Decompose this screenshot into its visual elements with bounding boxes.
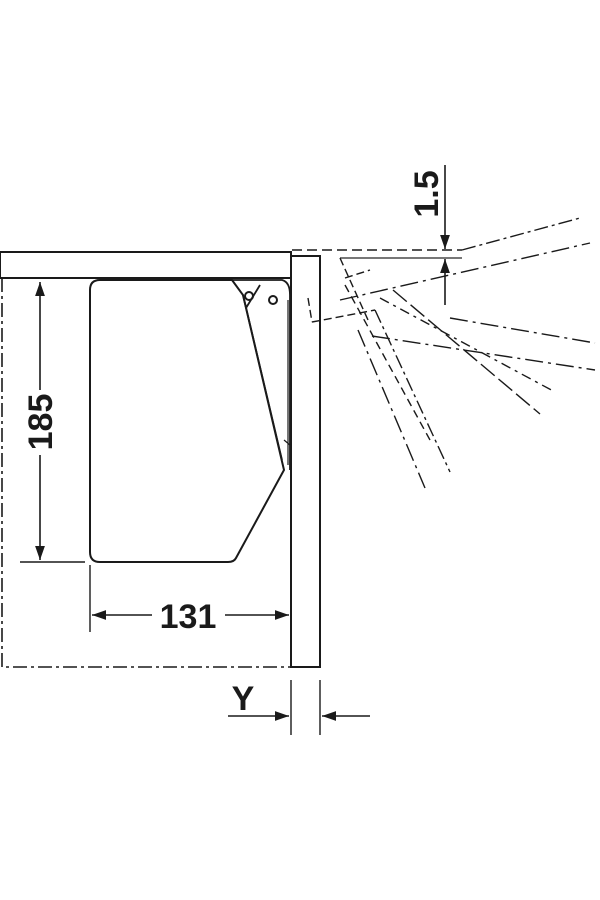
height-dimension-label: 185	[22, 394, 60, 451]
pivot-icon	[268, 295, 278, 305]
gap-dimension-label: 1.5	[408, 170, 446, 217]
cabinet-outline-phantom	[1, 278, 291, 668]
cabinet-front-panel	[290, 255, 321, 668]
cabinet-top-panel	[0, 251, 292, 279]
offset-dimension-label: Y	[232, 680, 255, 718]
gas-strut	[283, 300, 291, 465]
open-position-phantom	[307, 217, 596, 489]
pivot-icon	[244, 291, 254, 301]
lift-arm	[232, 279, 291, 470]
width-dimension-label: 131	[160, 598, 217, 636]
lift-mechanism-housing	[89, 279, 286, 563]
